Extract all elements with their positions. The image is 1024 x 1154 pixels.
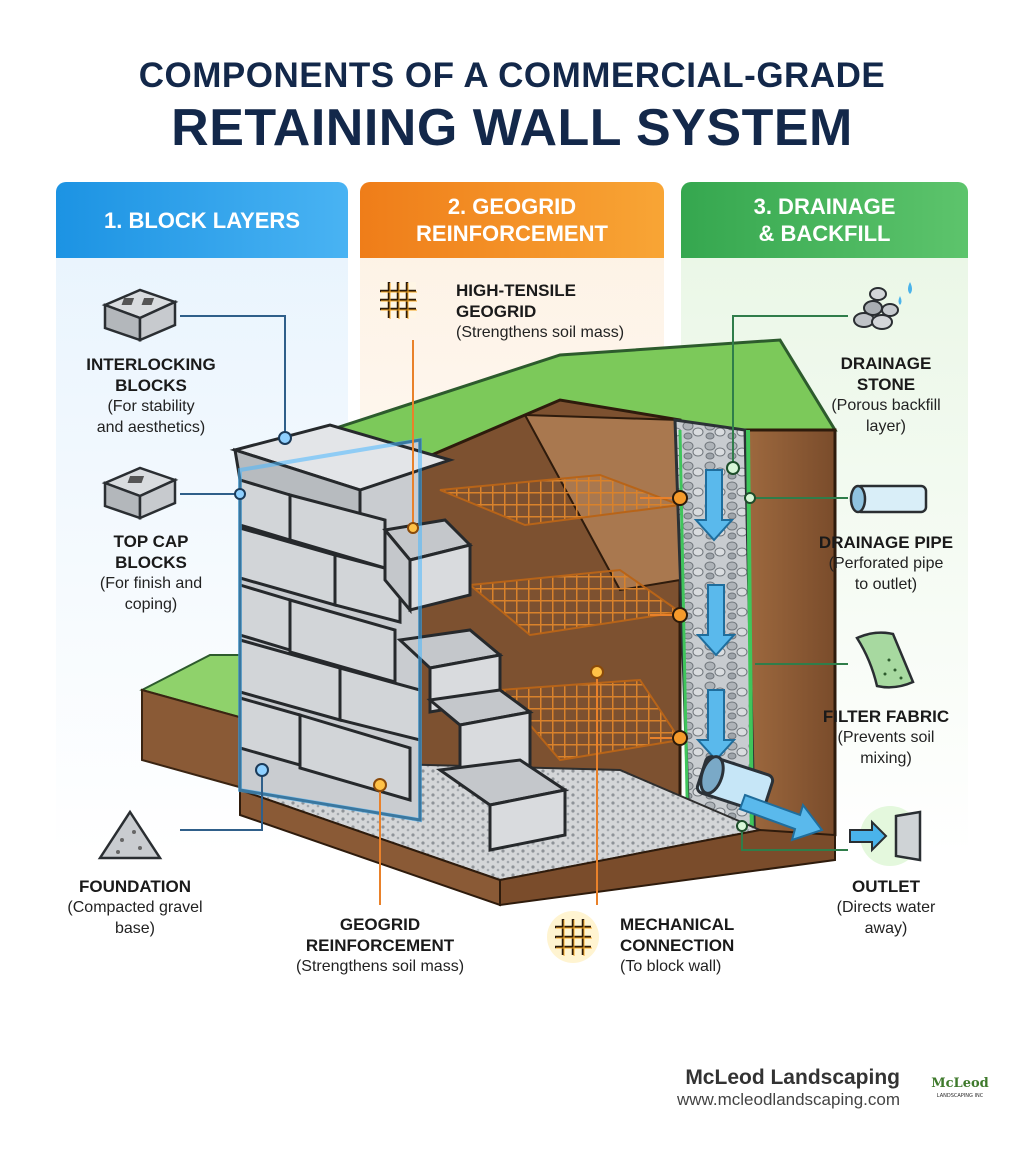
top-cap-name-1: TOP CAP	[113, 532, 189, 551]
interlocking-blocks-label: INTERLOCKING BLOCKS (For stability and a…	[56, 354, 246, 438]
mechanical-name-1: MECHANICAL	[620, 915, 735, 934]
mechanical-name-2: CONNECTION	[620, 936, 735, 955]
stones-icon	[853, 282, 912, 330]
filter-fabric-desc-1: (Prevents soil	[837, 729, 935, 746]
gravel-pile-icon	[97, 809, 163, 860]
filter-fabric-label: FILTER FABRIC (Prevents soil mixing)	[796, 706, 976, 769]
interlocking-desc-2: and aesthetics)	[96, 419, 206, 436]
filter-fabric-desc-2: mixing)	[860, 750, 912, 767]
block-icon	[101, 288, 179, 342]
high-tensile-geogrid-label: HIGH-TENSILE GEOGRID (Strengthens soil m…	[456, 280, 656, 343]
logo-text: McLeod	[931, 1076, 988, 1091]
mechanical-desc: (To block wall)	[620, 958, 722, 975]
outlet-name: OUTLET	[852, 877, 920, 896]
interlocking-desc-1: (For stability	[107, 398, 195, 415]
high-tensile-name-1: HIGH-TENSILE	[456, 281, 576, 300]
foundation-desc-1: (Compacted gravel	[67, 899, 203, 916]
outlet-icon	[849, 806, 922, 866]
top-cap-name-2: BLOCKS	[115, 553, 187, 572]
mechanical-connection-label: MECHANICAL CONNECTION (To block wall)	[620, 914, 780, 977]
drainage-pipe-label: DRAINAGE PIPE (Perforated pipe to outlet…	[796, 532, 976, 595]
drainage-stone-label: DRAINAGE STONE (Porous backfill layer)	[796, 353, 976, 437]
drainage-pipe-name: DRAINAGE PIPE	[818, 533, 954, 552]
brand-url[interactable]: www.mcleodlandscaping.com	[677, 1090, 900, 1109]
left-ground	[139, 654, 251, 792]
drainage-pipe-desc-2: to outlet)	[854, 576, 918, 593]
outlet-desc-1: (Directs water	[836, 899, 936, 916]
drainage-pipe-desc-1: (Perforated pipe	[828, 555, 944, 572]
brand-logo: McLeod LANDSCAPING INC	[926, 1072, 994, 1100]
outlet-label: OUTLET (Directs water away)	[796, 876, 976, 939]
section-header-geogrid-label: 2. GEOGRID REINFORCEMENT	[416, 194, 608, 246]
top-cap-desc-2: coping)	[124, 596, 178, 613]
section-header-drainage-line1: 3. DRAINAGE	[753, 194, 896, 219]
section-header-geogrid: 2. GEOGRID REINFORCEMENT	[360, 182, 664, 258]
title-line-1: COMPONENTS OF A COMMERCIAL-GRADE	[138, 56, 886, 95]
section-header-block-layers: 1. BLOCK LAYERS	[56, 182, 348, 258]
title-line-2: RETAINING WALL SYSTEM	[171, 99, 853, 157]
top-cap-desc-1: (For finish and	[99, 575, 203, 592]
outlet-desc-2: away)	[864, 920, 908, 937]
geogrid-desc: (Strengthens soil mass)	[295, 958, 465, 975]
high-tensile-desc: (Strengthens soil mass)	[456, 324, 625, 341]
brand-name: McLeod Landscaping	[685, 1066, 900, 1089]
high-tensile-name-2: GEOGRID	[456, 302, 537, 321]
foundation-name: FOUNDATION	[78, 877, 192, 896]
interlocking-name-2: BLOCKS	[115, 376, 187, 395]
section-header-drainage: 3. DRAINAGE& BACKFILL	[681, 182, 968, 258]
fabric-icon	[855, 631, 915, 689]
drainage-stone-name-2: STONE	[856, 375, 916, 394]
block-wall	[229, 423, 569, 852]
geogrid-name-2: REINFORCEMENT	[305, 936, 455, 955]
leader-dots	[234, 431, 756, 832]
brand-block: McLeod Landscaping www.mcleodlandscaping…	[677, 1066, 900, 1110]
foundation-label: FOUNDATION (Compacted gravel base)	[40, 876, 230, 939]
drainage-stone-desc-1: (Porous backfill	[831, 397, 941, 414]
flow-arrows	[693, 469, 737, 762]
geogrid-layers	[439, 473, 683, 762]
top-cap-blocks-label: TOP CAP BLOCKS (For finish and coping)	[56, 531, 246, 615]
geogrid-reinforcement-label: GEOGRID REINFORCEMENT (Strengthens soil …	[270, 914, 490, 977]
grid-icon	[380, 282, 417, 319]
block-icon	[101, 466, 179, 520]
drainage-stone-name-1: DRAINAGE	[840, 354, 932, 373]
logo-subtext: LANDSCAPING INC	[937, 1093, 984, 1099]
geogrid-name-1: GEOGRID	[339, 915, 421, 934]
pipe-icon	[849, 484, 928, 514]
interlocking-name-1: INTERLOCKING	[86, 355, 216, 374]
filter-fabric-name: FILTER FABRIC	[822, 707, 950, 726]
drainage-stone-desc-2: layer)	[865, 418, 906, 435]
outlet-pipe	[695, 755, 824, 842]
section-header-drainage-line2: & BACKFILL	[758, 221, 891, 246]
foundation-desc-2: base)	[114, 920, 156, 937]
grid-icon	[547, 911, 599, 963]
